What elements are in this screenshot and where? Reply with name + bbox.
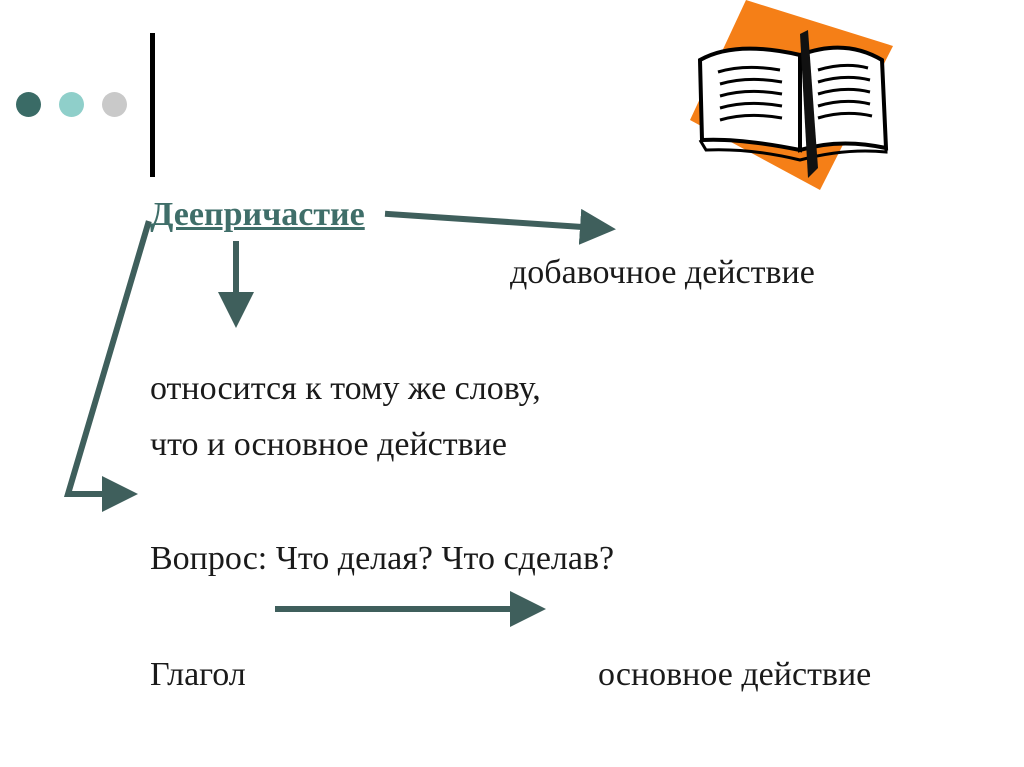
verb-text: Глагол <box>150 656 246 693</box>
relates-line-2: что и основное действие <box>150 426 507 463</box>
decor-dot-1 <box>16 92 41 117</box>
relates-line-1: относится к тому же слову, <box>150 370 541 407</box>
decor-dot-2 <box>59 92 84 117</box>
vertical-divider <box>150 33 155 177</box>
arrow-to-additional-action <box>384 208 616 245</box>
additional-action-text: добавочное действие <box>510 254 815 291</box>
main-action-text: основное действие <box>598 656 872 693</box>
term-title: Деепричастие <box>150 196 365 233</box>
arrow-left-bracket <box>63 220 152 512</box>
decor-dot-3 <box>102 92 127 117</box>
question-text: Вопрос: Что делая? Что сделав? <box>150 540 615 577</box>
